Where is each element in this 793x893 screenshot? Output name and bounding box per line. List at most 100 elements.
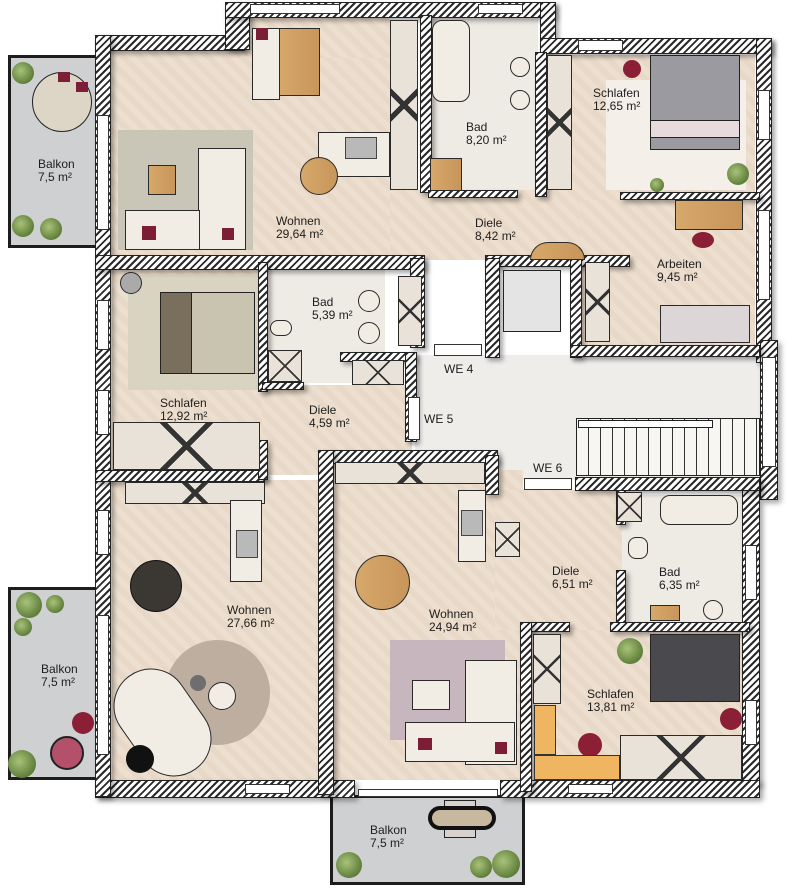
- room-name: Arbeiten: [657, 257, 702, 271]
- window: [97, 510, 109, 555]
- bistro-table: [300, 157, 338, 195]
- room-label-we5-bad: Bad 5,39 m²: [312, 296, 353, 322]
- sofa-we4-side: [125, 210, 200, 250]
- cushion: [495, 742, 507, 754]
- wall: [620, 192, 760, 200]
- stair-handrail: [578, 420, 713, 428]
- wardrobe: [620, 735, 742, 780]
- wardrobe: [398, 276, 422, 346]
- unit-label-we6: WE 6: [533, 461, 563, 475]
- dresser: [534, 705, 556, 755]
- window: [97, 390, 109, 435]
- wardrobe: [268, 350, 302, 382]
- wall: [95, 780, 355, 798]
- wall: [485, 455, 499, 495]
- sink: [358, 290, 380, 312]
- floor-lamp: [126, 745, 154, 773]
- window: [745, 545, 757, 600]
- window: [250, 4, 340, 14]
- room-area: 9,45 m²: [657, 270, 698, 284]
- room-name: Bad: [659, 565, 681, 579]
- wall: [570, 345, 760, 357]
- room-name: Diele: [552, 564, 580, 578]
- sink: [510, 90, 530, 110]
- plant-icon: [12, 62, 34, 84]
- balcony-chair: [50, 736, 84, 770]
- pouf: [72, 712, 94, 734]
- bathtub: [432, 20, 470, 102]
- room-name: Schlafen: [587, 687, 634, 701]
- room-name: Wohnen: [276, 214, 321, 228]
- bed-we6: [650, 634, 740, 702]
- cushion: [418, 738, 432, 750]
- room-area: 6,51 m²: [552, 577, 593, 591]
- wall: [610, 622, 750, 632]
- wardrobe: [617, 492, 642, 522]
- plant-icon: [492, 850, 520, 878]
- plant-icon: [650, 178, 664, 192]
- wardrobe: [495, 522, 520, 557]
- room-name: Balkon: [41, 662, 78, 676]
- sofa-we4: [198, 148, 246, 250]
- wall: [95, 470, 265, 482]
- plant-icon: [46, 595, 64, 613]
- window: [478, 4, 523, 14]
- side-table: [208, 682, 236, 710]
- cushion: [58, 72, 70, 82]
- room-area: 12,65 m²: [593, 99, 641, 113]
- pouf: [190, 675, 206, 691]
- wardrobe: [533, 634, 561, 704]
- room-name: Bad: [466, 120, 488, 134]
- plant-icon: [727, 163, 749, 185]
- wall: [428, 190, 518, 198]
- pouf: [623, 60, 641, 78]
- room-label-we4-balkon: Balkon 7,5 m²: [38, 158, 75, 184]
- room-name: Wohnen: [227, 603, 272, 617]
- entrance-we5[interactable]: [408, 397, 420, 440]
- room-name: Balkon: [370, 823, 407, 837]
- wall: [575, 477, 760, 491]
- wardrobe: [547, 55, 572, 190]
- room-label-we4-bad: Bad 8,20 m²: [466, 121, 507, 147]
- entrance-we6[interactable]: [524, 478, 572, 490]
- room-area: 8,42 m²: [475, 229, 516, 243]
- room-area: 7,5 m²: [370, 836, 405, 850]
- room-label-we6-diele: Diele 6,51 m²: [552, 565, 593, 591]
- plant-icon: [40, 218, 62, 240]
- room-name: Balkon: [38, 157, 75, 171]
- plant-icon: [336, 852, 362, 878]
- room-area: 4,59 m²: [309, 416, 350, 430]
- room-name: Diele: [475, 216, 503, 230]
- elevator: [503, 270, 561, 332]
- window: [568, 784, 613, 794]
- unit-label-we5: WE 5: [424, 412, 454, 426]
- room-area: 8,20 m²: [466, 133, 507, 147]
- room-area: 24,94 m²: [429, 620, 477, 634]
- room-name: Diele: [309, 403, 337, 417]
- entrance-we4[interactable]: [434, 344, 482, 356]
- window: [97, 615, 109, 755]
- bath-cabinet: [430, 158, 462, 191]
- room-name: Wohnen: [429, 607, 474, 621]
- window: [578, 40, 623, 51]
- wall: [520, 622, 532, 792]
- ottoman: [412, 680, 450, 710]
- cushion: [76, 82, 88, 92]
- room-area: 27,66 m²: [227, 616, 275, 630]
- plant-icon: [14, 618, 32, 636]
- dining-table-round: [355, 555, 410, 610]
- wardrobe: [352, 360, 404, 385]
- hall-console: [530, 242, 585, 260]
- room-name: Schlafen: [593, 86, 640, 100]
- coffee-table: [148, 165, 176, 195]
- wall: [756, 38, 772, 363]
- bathtub: [660, 495, 738, 525]
- bench: [252, 28, 280, 100]
- room-name: Schlafen: [160, 396, 207, 410]
- wall: [535, 52, 547, 197]
- wall: [540, 38, 772, 54]
- wardrobe: [390, 20, 418, 190]
- wall: [420, 15, 432, 193]
- room-label-we4-schlafen: Schlafen 12,65 m²: [593, 87, 640, 113]
- plant-icon: [470, 856, 492, 878]
